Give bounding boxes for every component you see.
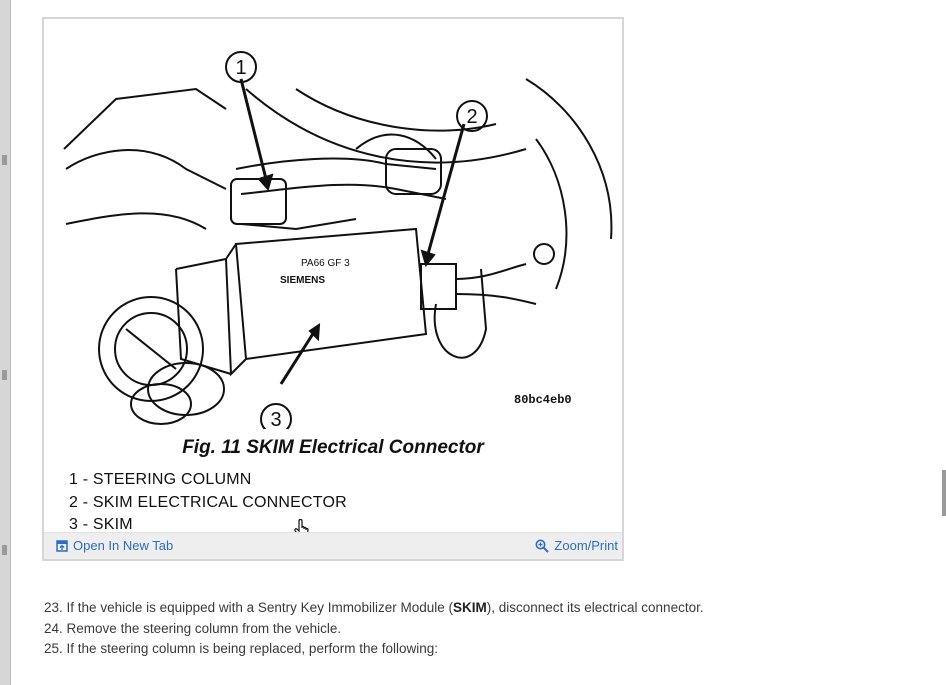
figure-toolbar: Open In New Tab Zoom/Print	[44, 532, 622, 559]
step-item: 23. If the vehicle is equipped with a Se…	[44, 598, 704, 619]
open-in-new-tab-icon	[56, 539, 68, 552]
edge-marker	[2, 155, 7, 165]
open-in-new-tab-label: Open In New Tab	[73, 538, 174, 553]
step-item: 24. Remove the steering column from the …	[44, 619, 704, 640]
legend-item: 3 - SKIM	[69, 516, 133, 533]
edge-marker	[2, 545, 7, 555]
step-number: 24.	[44, 620, 63, 636]
skim-connector-illustration: 1 2 3 PA66 GF 3 SIEMENS	[63, 51, 613, 429]
step-item: 25. If the steering column is being repl…	[44, 639, 704, 660]
callout-3: 3	[270, 409, 281, 429]
open-in-new-tab-link[interactable]: Open In New Tab	[56, 538, 173, 553]
callout-1: 1	[235, 57, 246, 79]
procedure-steps: 23. If the vehicle is equipped with a Se…	[44, 598, 704, 660]
callout-2: 2	[466, 106, 477, 128]
legend-item: 1 - STEERING COLUMN	[69, 471, 252, 488]
step-text: If the steering column is being replaced…	[66, 641, 438, 656]
step-text: If the vehicle is equipped with a Sentry…	[66, 600, 453, 615]
step-text: Remove the steering column from the vehi…	[66, 620, 342, 636]
module-brand: SIEMENS	[280, 275, 325, 286]
magnifier-plus-icon	[535, 539, 550, 553]
left-edge-bar	[0, 0, 11, 685]
image-code: 80bc4eb0	[514, 393, 572, 407]
figure-caption: Fig. 11 SKIM Electrical Connector	[182, 437, 484, 458]
legend-item: 2 - SKIM ELECTRICAL CONNECTOR	[69, 493, 347, 511]
figure-panel: 1 2 3 PA66 GF 3 SIEMENS 80bc4eb0 Fig. 11…	[42, 17, 624, 561]
zoom-print-label: Zoom/Print	[554, 538, 618, 553]
zoom-print-link[interactable]: Zoom/Print	[535, 538, 618, 553]
scrollbar-thumb[interactable]	[942, 470, 946, 516]
step-number: 23.	[44, 600, 63, 615]
step-number: 25.	[44, 641, 63, 656]
step-text-tail: ), disconnect its electrical connector.	[486, 600, 704, 615]
edge-marker	[2, 370, 7, 380]
figure-legend: 1 - STEERING COLUMN 2 - SKIM ELECTRICAL …	[69, 469, 347, 537]
step-emphasis: SKIM	[452, 600, 487, 615]
module-part-number: PA66 GF 3	[301, 258, 350, 269]
